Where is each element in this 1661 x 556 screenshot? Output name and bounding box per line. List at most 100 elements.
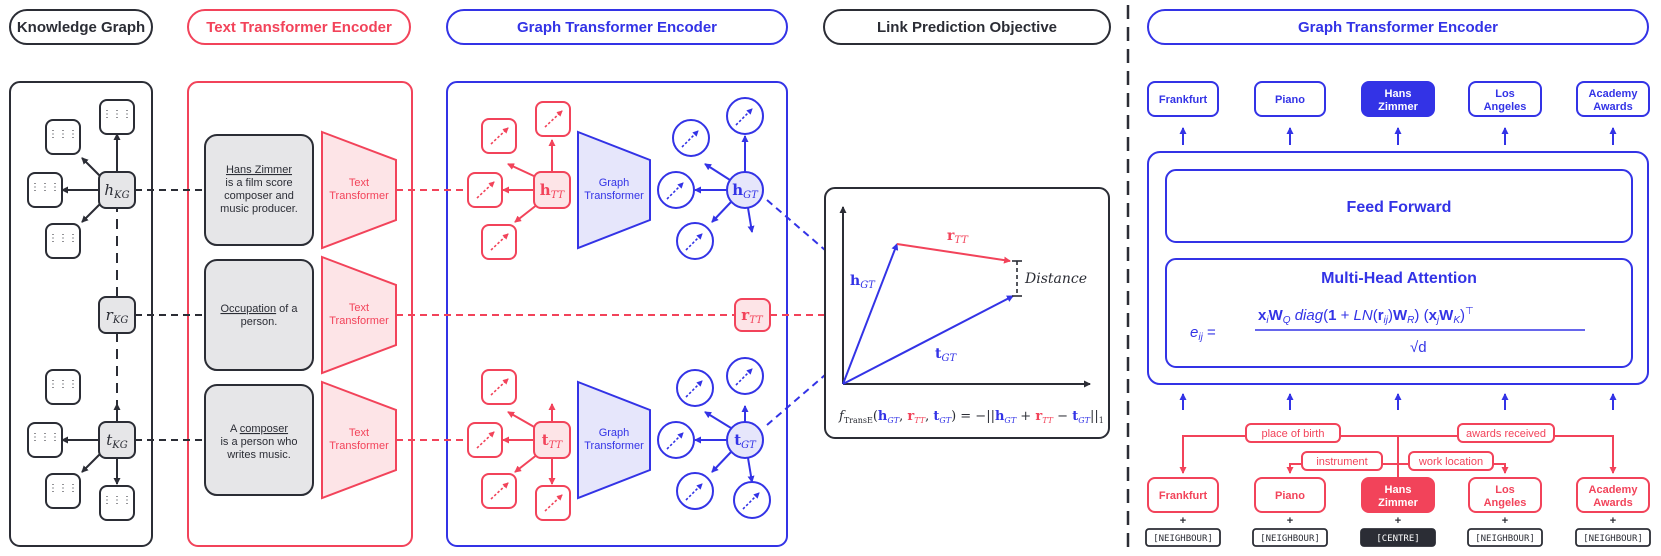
svg-text:⋮⋮⋮: ⋮⋮⋮ [30,182,60,193]
plus-signs: + + + + + [1180,515,1616,527]
svg-text:⋮⋮⋮: ⋮⋮⋮ [48,233,78,244]
attention-formula: eij = xiWQ diag(1 + LN(rij)WR) (xjWK)⊤ √… [1190,306,1585,356]
svg-text:Frankfurt: Frankfurt [1159,94,1208,106]
r-tt-label: rTT [947,228,969,246]
text-transformer-block-1: Text Transformer [321,130,397,250]
header-text-transformer-encoder: Text Transformer Encoder [187,9,411,45]
text-transformer-block-2: Text Transformer [321,255,397,375]
relation-labels: place of birth awards received instrumen… [1245,423,1555,471]
svg-text:Feed Forward: Feed Forward [1347,199,1452,216]
kg-leaf-node: ⋮⋮⋮ [27,422,63,458]
gt-neighbour-node [676,369,714,407]
relation-work-location: work location [1408,451,1494,471]
tt-neighbour-node [481,118,517,154]
header-graph-transformer-encoder: Graph Transformer Encoder [446,9,788,45]
tt-neighbour-node [481,473,517,509]
svg-text:place of birth: place of birth [1262,428,1325,440]
tag-neighbour: [NEIGHBOUR] [1575,528,1651,547]
header-graph-transformer-encoder-right: Graph Transformer Encoder [1147,9,1649,45]
output-token-frankfurt: Frankfurt [1147,81,1219,117]
gt-neighbour-node [657,421,695,459]
h-tt-node: hTT [533,171,571,209]
svg-text:[NEIGHBOUR]: [NEIGHBOUR] [1583,534,1643,544]
output-arrows [1179,127,1617,145]
h-gt-vector [842,243,899,385]
kg-relation-node: rKG [98,296,136,334]
relation-place-of-birth: place of birth [1245,423,1341,443]
input-arrows [1179,393,1617,410]
dashed-connectors [135,189,826,441]
relation-instrument: instrument [1301,451,1383,471]
svg-text:[NEIGHBOUR]: [NEIGHBOUR] [1153,534,1213,544]
tt-neighbour-node [467,422,503,458]
transe-formula: fTransE(hGT, rTT, tGT) = −||hGT + rTT − … [838,409,1104,425]
svg-text:Link Prediction Objective: Link Prediction Objective [877,19,1057,36]
svg-text:instrument: instrument [1316,456,1367,468]
svg-text:⋮⋮⋮: ⋮⋮⋮ [102,109,132,120]
svg-text:is a person who: is a person who [220,436,297,448]
gt-neighbour-node [657,171,695,209]
header-link-prediction-objective: Link Prediction Objective [823,9,1111,45]
text-box-tail: A composer is a person who writes music. [204,384,314,496]
multi-head-attention-layer: Multi-Head Attention eij = xiWQ diag(1 +… [1165,258,1633,368]
kg-leaf-node: ⋮⋮⋮ [99,485,135,521]
r-tt-vector [896,243,1011,264]
svg-text:Academy: Academy [1589,484,1639,496]
tt-neighbour-node [467,172,503,208]
svg-text:Text: Text [349,302,369,314]
tt-neighbour-node [481,224,517,260]
link-prediction-plot: Distance hGT rTT tGT fTransE(hGT, rTT, t… [824,187,1110,439]
kg-tail-node: tKG [98,421,136,459]
svg-text:rKG: rKG [106,306,129,326]
svg-text:+: + [1287,515,1293,527]
svg-text:hKG: hKG [104,181,129,201]
gt-graph-top: hGT [657,97,764,260]
svg-text:√d: √d [1410,339,1427,356]
t-gt-vector [842,295,1014,385]
svg-text:Occupation of a: Occupation of a [220,303,298,315]
r-tt-node: rTT [734,298,771,332]
gt-neighbour-node [676,222,714,260]
gt-neighbour-node [726,97,764,135]
tag-centre: [CENTRE] [1360,528,1436,547]
svg-text:hGT: hGT [732,181,759,201]
kg-leaf-node: ⋮⋮⋮ [45,369,81,405]
h-gt-node: hGT [726,171,764,209]
tt-neighbour-node [481,369,517,405]
svg-text:Angeles: Angeles [1484,497,1527,509]
svg-text:Hans Zimmer: Hans Zimmer [226,164,292,176]
svg-text:Academy: Academy [1589,88,1639,100]
tt-neighbour-node [535,485,571,521]
svg-text:Graph Transformer Encoder: Graph Transformer Encoder [517,19,717,36]
svg-text:Knowledge Graph: Knowledge Graph [17,19,145,36]
distance-marker [1012,260,1022,297]
feed-forward-layer: Feed Forward [1165,169,1633,243]
tt-neighbour-node [535,101,571,137]
svg-text:writes music.: writes music. [226,449,291,461]
svg-text:Angeles: Angeles [1484,101,1527,113]
svg-text:A composer: A composer [230,423,288,435]
kg-leaf-node: ⋮⋮⋮ [45,473,81,509]
svg-text:hTT: hTT [540,181,566,201]
svg-text:Transformer: Transformer [329,315,389,327]
graph-transformer-block-top: Graph Transformer [577,130,651,250]
svg-text:tKG: tKG [106,431,128,451]
svg-text:work location: work location [1418,456,1483,468]
kg-leaf-node: ⋮⋮⋮ [99,99,135,135]
tt-graph-bottom: tTT [467,369,571,521]
svg-text:Transformer: Transformer [584,190,644,202]
svg-text:Piano: Piano [1275,490,1305,502]
svg-text:Graph Transformer Encoder: Graph Transformer Encoder [1298,19,1498,36]
svg-text:Los: Los [1495,484,1515,496]
gt-neighbour-node [676,472,714,510]
h-gt-label: hGT [850,273,876,291]
tag-neighbour: [NEIGHBOUR] [1145,528,1221,547]
